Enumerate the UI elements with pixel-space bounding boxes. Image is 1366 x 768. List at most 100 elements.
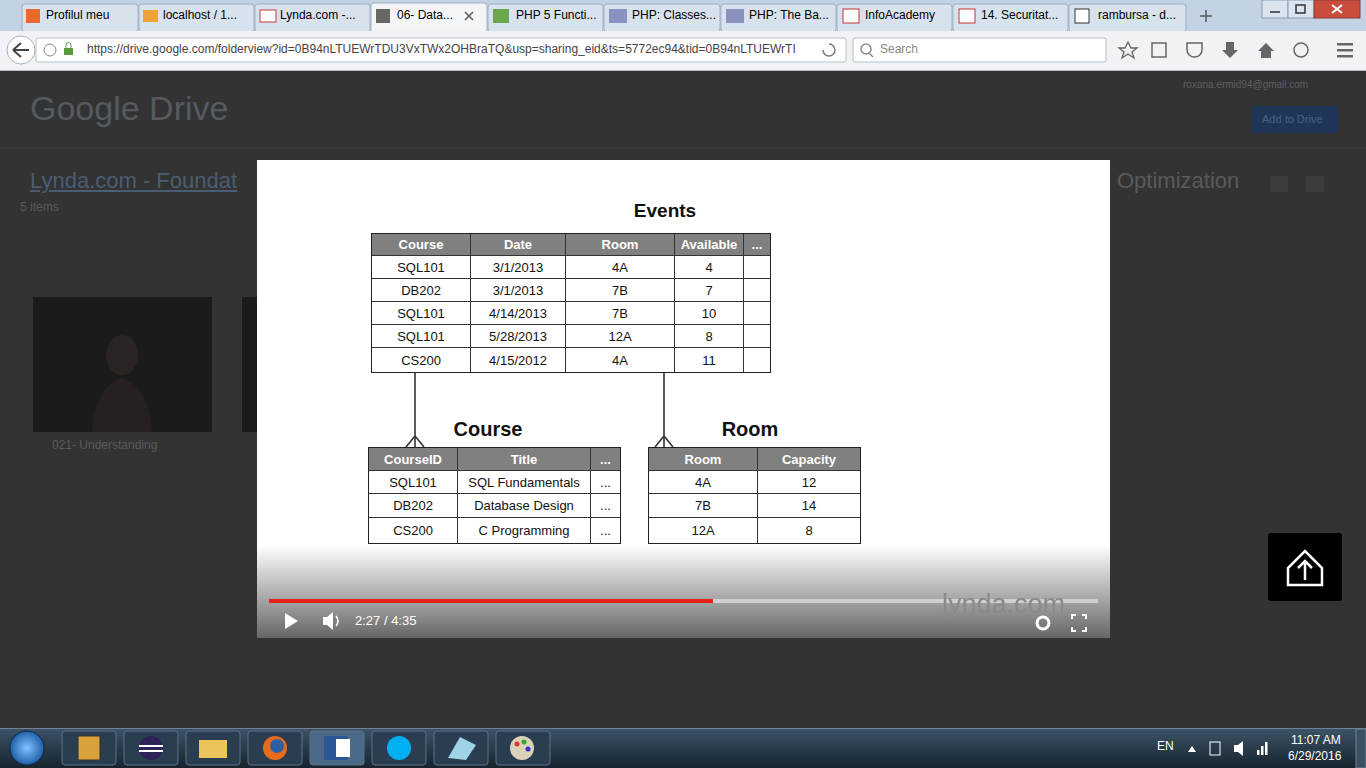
- table-cell: DB202: [369, 494, 458, 518]
- cell-text: DB202: [401, 283, 441, 298]
- table-title: Room: [722, 418, 779, 440]
- header-cell: Capacity: [758, 448, 860, 471]
- cell-text: Capacity: [782, 452, 836, 467]
- header-cell: Room: [649, 448, 758, 471]
- table-cell: 12: [758, 471, 860, 494]
- cell-text: ...: [600, 475, 611, 490]
- cell-text: 4A: [612, 353, 628, 368]
- folder-title: Optimization: [1117, 168, 1239, 193]
- cell-text: SQL Fundamentals: [468, 475, 580, 490]
- table-cell: 14: [758, 494, 860, 518]
- tab-title: Profilul meu: [46, 9, 109, 23]
- cell-text: SQL101: [397, 329, 445, 344]
- cell-text: CourseID: [384, 452, 442, 467]
- cell-text: DB202: [393, 498, 433, 513]
- cell-text: Room: [602, 237, 639, 252]
- cell-text: ...: [600, 498, 611, 513]
- table-cell: SQL101: [372, 256, 471, 279]
- table-cell: SQL Fundamentals: [458, 471, 591, 494]
- table-cell: 8: [758, 518, 860, 543]
- table-cell: 4A: [566, 256, 675, 279]
- table-box: CourseCourseIDTitle...SQL101SQL Fundamen…: [368, 447, 621, 544]
- table-box: RoomRoomCapacity4A127B1412A8: [648, 447, 861, 544]
- cell-text: Available: [681, 237, 738, 252]
- cell-text: 4/15/2012: [489, 353, 547, 368]
- cell-text: Database Design: [474, 498, 574, 513]
- connector-stroke: [655, 436, 664, 447]
- tab-title: localhost / 1...: [163, 9, 237, 23]
- table-box: EventsCourseDateRoomAvailable...SQL1013/…: [371, 233, 771, 373]
- table-cell: Database Design: [458, 494, 591, 518]
- cell-text: 7B: [612, 283, 628, 298]
- table-cell: [744, 302, 770, 325]
- cell-text: ...: [600, 452, 611, 467]
- table-cell: 7B: [566, 279, 675, 302]
- file-name: 021- Understanding: [52, 439, 157, 453]
- table-cell: 4A: [649, 471, 758, 494]
- logo-text: Google Drive: [30, 89, 228, 128]
- watermark: lynda.com: [942, 589, 1065, 620]
- cell-text: 14: [802, 498, 816, 513]
- table-cell: 8: [675, 325, 744, 348]
- cell-text: ...: [600, 523, 611, 538]
- cell-text: 7B: [695, 498, 711, 513]
- tab-title: 06- Data...: [397, 9, 453, 23]
- tab-title: rambursa - d...: [1098, 9, 1176, 23]
- relationship-line: [406, 373, 424, 447]
- cell-text: 3/1/2013: [493, 283, 544, 298]
- table-cell: [744, 348, 770, 372]
- header-cell: Title: [458, 448, 591, 471]
- table-cell: SQL101: [372, 302, 471, 325]
- header-cell: Date: [471, 234, 566, 256]
- cell-text: Title: [511, 452, 538, 467]
- table-cell: 3/1/2013: [471, 256, 566, 279]
- table-cell: 4/14/2013: [471, 302, 566, 325]
- table-cell: 3/1/2013: [471, 279, 566, 302]
- table-cell: 4/15/2012: [471, 348, 566, 372]
- header-cell: ...: [744, 234, 770, 256]
- table-cell: 7B: [566, 302, 675, 325]
- connector-stroke: [664, 436, 673, 447]
- table-cell: 11: [675, 348, 744, 372]
- cell-text: 11: [702, 353, 716, 368]
- tab-title: PHP 5 Functi...: [516, 9, 596, 23]
- tab-title: PHP: Classes...: [632, 9, 716, 23]
- cell-text: CS200: [393, 523, 433, 538]
- language-indicator: EN: [1157, 740, 1174, 754]
- header-cell: Room: [566, 234, 675, 256]
- table-cell: ...: [591, 471, 620, 494]
- table-title: Events: [634, 201, 696, 222]
- cell-text: 3/1/2013: [493, 260, 544, 275]
- cell-text: Room: [685, 452, 722, 467]
- table-cell: [744, 279, 770, 302]
- cell-text: 8: [805, 523, 812, 538]
- button-text: Add to Drive: [1262, 113, 1323, 126]
- table-cell: 10: [675, 302, 744, 325]
- cell-text: 4A: [695, 475, 711, 490]
- relationship-line: [655, 373, 673, 447]
- cell-text: SQL101: [397, 306, 445, 321]
- table-cell: SQL101: [369, 471, 458, 494]
- header-cell: CourseID: [369, 448, 458, 471]
- connector-stroke: [415, 436, 424, 447]
- table-cell: 7: [675, 279, 744, 302]
- table-cell: ...: [591, 518, 620, 543]
- cell-text: Date: [504, 237, 532, 252]
- video-time: 2:27 / 4:35: [355, 614, 416, 629]
- table-cell: DB202: [372, 279, 471, 302]
- cell-text: 12: [802, 475, 816, 490]
- cell-text: SQL101: [389, 475, 437, 490]
- cell-text: 5/28/2013: [489, 329, 547, 344]
- item-count: 5 items: [20, 201, 59, 215]
- cell-text: 8: [705, 329, 712, 344]
- cell-text: 12A: [608, 329, 631, 344]
- clock-time: 11:07 AM: [1291, 734, 1341, 748]
- cell-text: 10: [702, 306, 716, 321]
- table-cell: 4: [675, 256, 744, 279]
- account-email: roxana.ermid94@gmail.com: [1183, 79, 1308, 91]
- header-cell: ...: [591, 448, 620, 471]
- folder-title: Lynda.com - Foundat: [30, 168, 237, 193]
- cell-text: Course: [399, 237, 444, 252]
- table-title: Course: [454, 418, 523, 440]
